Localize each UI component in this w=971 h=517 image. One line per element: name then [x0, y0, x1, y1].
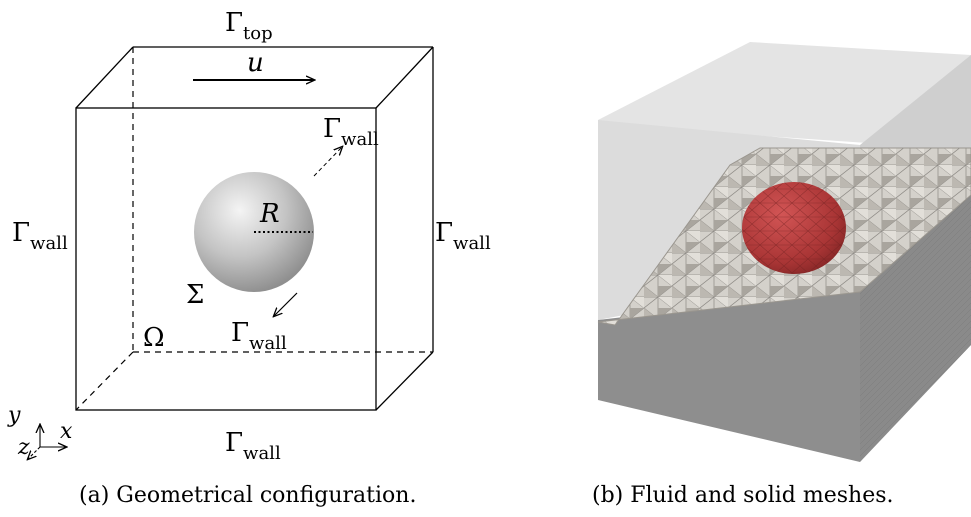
gamma-wall-front-label: Γwall — [231, 318, 287, 354]
caption-a: (a) Geometrical configuration. — [79, 483, 417, 508]
axis-z-label: z — [18, 435, 30, 460]
gamma-wall-left-label: Γwall — [12, 218, 68, 254]
geometry-panel: Γtop u Γwall Γwall Γwall R Σ Γwall Ω Γwa… — [0, 8, 491, 517]
geometry-diagram — [0, 46, 434, 517]
gamma-wall-bottom-label: Γwall — [225, 428, 281, 464]
gamma-wall-back-label: Γwall — [323, 114, 379, 150]
interface-label: Σ — [186, 280, 205, 310]
solid-mesh-sphere-wireframe — [742, 182, 846, 274]
gamma-wall-right-label: Γwall — [435, 218, 491, 254]
velocity-label: u — [247, 48, 264, 78]
cube-top-left-edge — [75, 46, 134, 109]
cube-top-right-edge — [375, 46, 434, 109]
front-wall-pointer — [274, 292, 298, 316]
mesh-panel: (b) Fluid and solid meshes. — [560, 0, 971, 517]
axis-x-label: x — [60, 419, 73, 444]
cube-front-face — [75, 107, 377, 411]
box-right-face-lower — [860, 190, 971, 462]
back-wall-pointer — [313, 147, 342, 177]
coordinate-axes — [28, 425, 66, 459]
cube-back-edge-depth — [75, 351, 134, 411]
domain-label: Ω — [143, 323, 165, 353]
radius-label: R — [260, 199, 280, 229]
mesh-render — [597, 42, 971, 462]
box-front-face-lower — [598, 290, 860, 462]
box-top-face — [598, 42, 971, 150]
axis-y-label: y — [8, 403, 21, 428]
cube-bottom-right-edge — [375, 351, 434, 411]
caption-b: (b) Fluid and solid meshes. — [592, 483, 894, 508]
gamma-top-label: Γtop — [225, 8, 273, 44]
